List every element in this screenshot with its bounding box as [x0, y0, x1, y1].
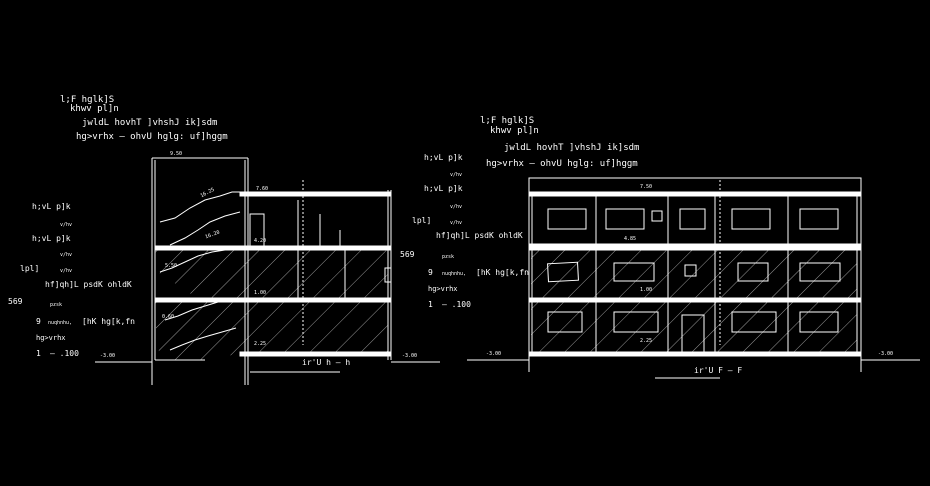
right-small-label-1: v/hv [450, 172, 463, 178]
left-side-label-8: hg>vrhx [36, 334, 66, 342]
left-stair-hatch-upper [155, 248, 248, 300]
right-hatch-lower [531, 302, 857, 352]
right-small-label-3: v/hv [450, 220, 463, 226]
right-small-label-4: nuqhnhu, [442, 271, 467, 277]
left-dim-landing2: 0.60 [162, 314, 175, 320]
right-hatch-upper [531, 250, 857, 298]
right-side-label-7: [hK hg[k,fn [476, 268, 529, 277]
left-small-label-5: pzsk [50, 302, 63, 308]
right-side-label-1: h;vL p]k [424, 153, 463, 162]
right-dim-low: 1.00 [640, 287, 653, 293]
left-stair-hatch-lower [155, 300, 248, 360]
right-side-label-8: hg>vrhx [428, 285, 458, 293]
right-side-label-2: h;vL p]k [424, 184, 463, 193]
left-note-line-4: hg>vrhx – ohvU hglg: uf]hggm [76, 132, 228, 142]
left-side-label-7: [hK hg[k,fn [82, 317, 135, 326]
left-dim-ground-left: -3.00 [100, 353, 116, 359]
left-note-line-3: jwldL hovhT ]vhshJ ik]sdm [82, 118, 218, 128]
left-hatch-lower [248, 302, 388, 352]
right-note-line-1: l;F hglk]S [480, 116, 535, 126]
right-note-line-2: khwv pl]n [490, 126, 539, 136]
left-small-label-1: v/hv [60, 222, 73, 228]
left-dim-roof: 9.50 [170, 151, 183, 157]
right-side-label-4: hf]qh]L psdK ohldK [436, 231, 523, 240]
left-small-label-3: v/hv [60, 268, 73, 274]
left-side-label-6: 9 [36, 317, 41, 326]
right-side-label-9: 1 [428, 300, 433, 309]
left-dim-low: 1.00 [254, 290, 267, 296]
left-side-label-2: h;vL p]k [32, 234, 71, 243]
left-dim-ground-right: -3.00 [402, 353, 418, 359]
left-dim-top: 7.60 [256, 186, 269, 192]
left-side-label-1: h;vL p]k [32, 202, 71, 211]
left-section-drawing [95, 157, 440, 385]
left-side-label-5: 569 [8, 297, 23, 306]
right-dim-top: 7.50 [640, 184, 653, 190]
right-note-line-3: jwldL hovhT ]vhshJ ik]sdm [504, 143, 640, 153]
left-small-label-4: nuqhnhu, [48, 320, 73, 326]
right-drawing-title: ir'U F – F [694, 366, 743, 375]
left-dim-mid: 4.20 [254, 238, 267, 244]
left-side-label-4: hf]qh]L psdK ohldK [45, 280, 132, 289]
left-dim-landing1: 5.50 [165, 263, 178, 269]
right-dim-ground-right: -3.00 [878, 351, 894, 357]
right-dim-bottom: 2.25 [640, 338, 653, 344]
left-side-label-3: lpl] [20, 264, 40, 273]
right-side-label-3: lpl] [412, 216, 432, 225]
right-side-label-5: 569 [400, 250, 415, 259]
right-small-label-5: pzsk [442, 254, 455, 260]
right-dim-mid: 4.85 [624, 236, 637, 242]
right-dim-ground-left: -3.00 [486, 351, 502, 357]
left-small-label-2: v/hv [60, 252, 73, 258]
left-hatch-upper [248, 250, 388, 298]
right-note-line-4: hg>vrhx – ohvU hglg: uf]hggm [486, 159, 638, 169]
right-small-label-2: v/hv [450, 204, 463, 210]
left-note-line-2: khwv pl]n [70, 104, 119, 114]
left-note-line-1: l;F hglk]S [60, 95, 115, 105]
left-dim-bottom: 2.25 [254, 341, 267, 347]
right-elevation-drawing [467, 177, 920, 379]
right-side-label-6: 9 [428, 268, 433, 277]
left-drawing-title: ir'U h – h [302, 358, 351, 367]
right-side-label-10: – .100 [442, 300, 471, 309]
left-side-label-9: 1 [36, 349, 41, 358]
left-side-label-10: – .100 [50, 349, 79, 358]
